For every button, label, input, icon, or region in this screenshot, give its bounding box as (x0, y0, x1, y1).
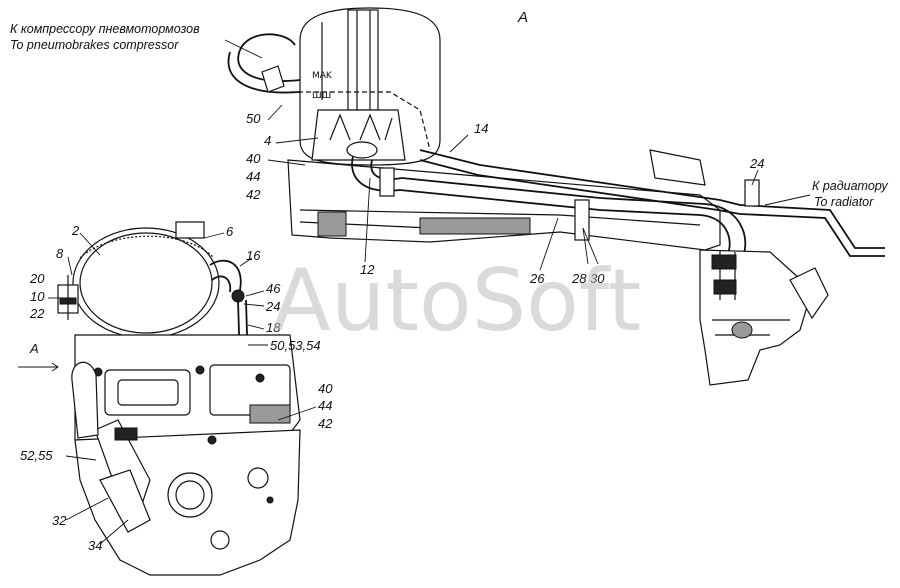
callout-32: 32 (52, 513, 67, 528)
hose-clamp-50 (261, 65, 285, 93)
note-compressor-ru: К компрессору пневмотормозов (10, 22, 200, 36)
callout-44-top: 44 (246, 169, 260, 184)
callout-16: 16 (246, 248, 261, 263)
view-a-assembly: MAK ШШ (227, 7, 885, 386)
callout-14: 14 (474, 121, 488, 136)
callout-50-53-54: 50,53,54 (270, 338, 321, 353)
tank-strap (347, 9, 379, 111)
neck-6 (175, 221, 205, 239)
callout-46: 46 (266, 281, 281, 296)
callout-12: 12 (360, 262, 375, 277)
svg-text:ШШ: ШШ (312, 91, 331, 101)
pipe-14 (419, 149, 741, 206)
callout-22: 22 (29, 306, 45, 321)
callout-28-30: 28 30 (571, 271, 605, 286)
callout-18: 18 (266, 320, 281, 335)
svg-text:MAK: MAK (312, 71, 333, 81)
note-radiator-ru: К радиатору (812, 179, 888, 193)
frame-member (287, 159, 721, 251)
pipe-26 (351, 149, 731, 261)
clip-28-30 (574, 199, 590, 241)
callout-10: 10 (30, 289, 45, 304)
note-compressor-en: To pneumobrakes compressor (10, 38, 179, 52)
callout-50-top: 50 (246, 111, 261, 126)
watermark: AutoSoft (272, 251, 641, 351)
callout-6: 6 (226, 224, 234, 239)
callout-52-55: 52,55 (20, 448, 53, 463)
leader-lines (18, 39, 811, 545)
callout-34: 34 (88, 538, 102, 553)
hose-16 (209, 259, 242, 291)
callout-8: 8 (56, 246, 64, 261)
view-title: А (517, 9, 528, 26)
callout-2: 2 (71, 223, 80, 238)
annotations: А К компрессору пневмотормозов To pneumo… (10, 9, 888, 553)
canister-2 (72, 227, 220, 339)
view-arrow-label: А (29, 341, 39, 356)
side-view-assembly (57, 221, 301, 576)
callout-42-low: 42 (318, 416, 333, 431)
tank-bracket (311, 109, 406, 161)
callout-40-top: 40 (246, 151, 261, 166)
elbow-12 (346, 141, 378, 159)
callout-40-low: 40 (318, 381, 333, 396)
callout-44-low: 44 (318, 398, 332, 413)
callout-4: 4 (264, 133, 271, 148)
callout-26: 26 (529, 271, 545, 286)
callout-42-top: 42 (246, 187, 261, 202)
hidden-pipe (290, 91, 431, 151)
callout-20: 20 (29, 271, 45, 286)
note-radiator-en: To radiator (814, 195, 874, 209)
radiator-pipe (739, 204, 885, 249)
callout-24-left: 24 (265, 299, 280, 314)
callout-24-right: 24 (749, 156, 764, 171)
engine-block-right (699, 249, 813, 386)
